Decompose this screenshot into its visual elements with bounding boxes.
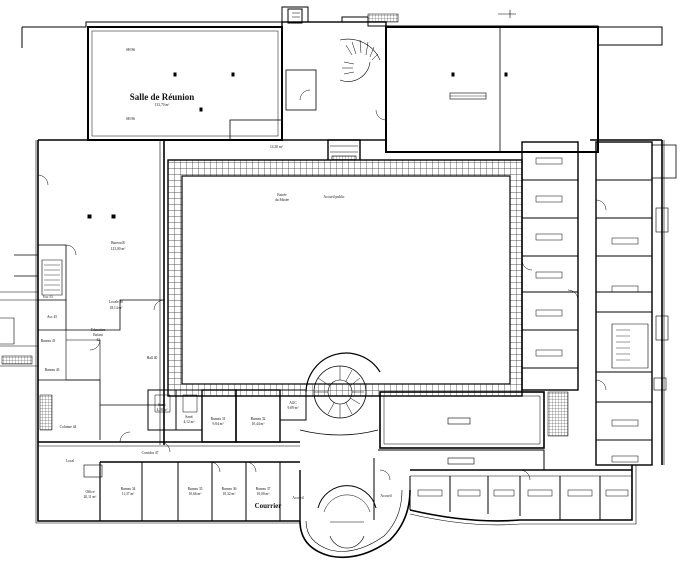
bureau-r-area: 123,00 m²	[111, 247, 126, 252]
bureau-43-label: Bureau 43	[45, 368, 60, 372]
meeting-room-sub-label-2: SH 86	[126, 117, 135, 121]
left-wing	[0, 140, 165, 445]
bureau-37-label: Bureau 37	[256, 487, 271, 491]
top-right-hall	[385, 26, 599, 153]
education-number: 42	[96, 338, 100, 342]
sanit-left-label: Sanit	[158, 403, 165, 407]
bureau-r-label: Bureau R	[111, 241, 125, 245]
bureau-41-label: Bureau 41	[41, 339, 56, 343]
bureau-36-label: Bureau 36	[222, 487, 237, 491]
entrance-sub-label: du Musée	[275, 198, 289, 202]
stair-label: Esc 55	[43, 295, 53, 299]
bureau-35-label: Bureau 35	[188, 487, 203, 491]
meeting-room	[87, 26, 283, 141]
bureau-31-label: Bureau 31	[211, 417, 226, 421]
sanit-right-area: 4,12 m²	[183, 420, 194, 425]
right-wing	[521, 141, 677, 466]
bureau-34-label: Bureau 34	[121, 487, 136, 491]
agc-label: AGC	[289, 401, 297, 405]
office-label: Office	[85, 490, 95, 494]
reception-label: Accueil	[292, 496, 303, 500]
corridor-label: Corridor 47	[142, 451, 159, 455]
lift-label: Asc 45	[47, 315, 57, 319]
bureau-32-label: Bureau 32	[251, 417, 266, 421]
room-labels: Salle de Réunion 133,70 m² SH 86 SH 86 1…	[41, 48, 392, 510]
meeting-room-sub-label: SH 86	[126, 48, 135, 52]
bureau-36-area: 10,32 m²	[223, 492, 236, 497]
curved-entrance	[299, 458, 411, 559]
education-sub-label: Enfant	[93, 333, 103, 337]
reception-label-2: Accueil	[380, 494, 391, 498]
bureau-37-area: 10,00 m²	[257, 492, 270, 497]
colonne-label: Colonne 44	[60, 425, 77, 429]
courtyard	[167, 159, 523, 397]
sanit-left-area: 4,28 m²	[156, 408, 167, 413]
left-south-offices	[38, 389, 307, 521]
meeting-room-label: Salle de Réunion	[130, 92, 195, 102]
bureau-35-area: 10,66 m²	[189, 492, 202, 497]
education-label: Education	[91, 328, 106, 332]
bureau-32-area: 10,44 m²	[252, 422, 265, 427]
spiral-stair	[299, 352, 381, 436]
north-arrow-icon	[498, 10, 516, 18]
locale-label: Locale 30	[109, 300, 123, 304]
entrance-label: Entrée	[277, 193, 287, 197]
locale-area: 18,14 m²	[110, 306, 123, 311]
sanit-right-label: Sanit	[185, 415, 192, 419]
public-access-label: Accueil public	[323, 195, 344, 199]
mail-room-label: Courrier	[255, 502, 282, 510]
office-area: 20,11 m²	[84, 495, 97, 500]
agc-area: 9,09 m²	[287, 406, 298, 411]
right-south-offices	[378, 391, 632, 520]
meeting-room-area: 133,70 m²	[155, 103, 170, 108]
door-swings	[37, 89, 607, 481]
office-area-label: 14,30 m²	[270, 145, 283, 150]
bureau-31-area: 9,84 m²	[212, 422, 223, 427]
local-label: Local	[66, 459, 74, 463]
bureau-34-area: 11,37 m²	[122, 492, 135, 497]
hall-label: Hall 40	[147, 356, 158, 360]
